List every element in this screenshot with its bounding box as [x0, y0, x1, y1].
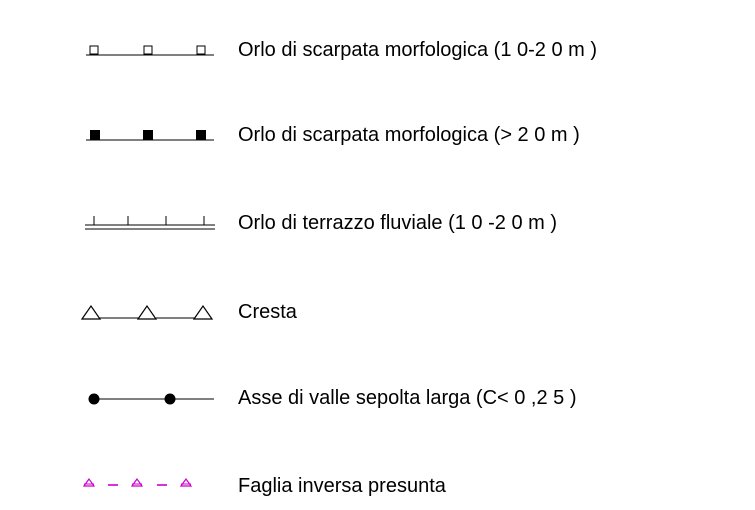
buried-valley-axis-symbol-icon	[80, 378, 220, 418]
legend-item-valle-sepolta: Asse di valle sepolta larga (C< 0 ,2 5 )	[0, 378, 755, 418]
legend-label: Orlo di scarpata morfologica (> 2 0 m )	[238, 124, 580, 146]
ridge-triangle-symbol-icon	[80, 292, 220, 332]
legend-item-cresta: Cresta	[0, 292, 755, 332]
legend-label: Orlo di scarpata morfologica (1 0-2 0 m …	[238, 39, 598, 61]
inferred-reverse-fault-symbol-icon	[80, 470, 220, 510]
legend-item-terrazzo-fluviale: Orlo di terrazzo fluviale (1 0 -2 0 m )	[0, 203, 755, 243]
filled-square-scarp-symbol-icon	[80, 115, 220, 155]
legend-label: Orlo di terrazzo fluviale (1 0 -2 0 m )	[238, 212, 557, 234]
legend-label: Asse di valle sepolta larga (C< 0 ,2 5 )	[238, 387, 577, 409]
legend-item-scarpata-over-20: Orlo di scarpata morfologica (> 2 0 m )	[0, 115, 755, 155]
open-square-scarp-symbol-icon	[80, 30, 220, 70]
legend-label: Cresta	[238, 301, 297, 323]
legend-label: Faglia inversa presunta	[238, 475, 446, 497]
legend-item-faglia-inversa: Faglia inversa presunta	[0, 470, 755, 510]
legend-item-scarpata-10-20: Orlo di scarpata morfologica (1 0-2 0 m …	[0, 30, 755, 70]
river-terrace-symbol-icon	[80, 203, 220, 243]
